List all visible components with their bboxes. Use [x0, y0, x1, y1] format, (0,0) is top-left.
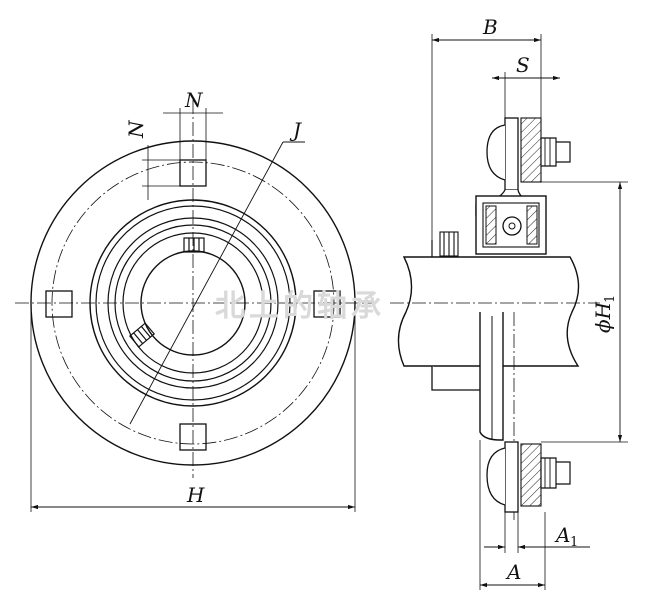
bearing-insert-inner	[482, 202, 540, 248]
flange-hatch-bottom	[520, 443, 542, 507]
bolt-hole-bottom	[179, 423, 207, 451]
bolt-hole-top	[179, 159, 207, 187]
label-a1-sub: 1	[570, 535, 578, 550]
bolt-bottom-head	[540, 457, 571, 489]
side-view	[390, 34, 628, 590]
label-a: A	[505, 560, 521, 584]
bearing-ball	[502, 216, 522, 236]
front-view	[15, 100, 372, 512]
label-j: J	[289, 118, 302, 142]
bearing-cross-section-right	[526, 205, 538, 245]
bearing-ball-center	[508, 222, 516, 230]
housing-ring-2	[95, 205, 291, 401]
shaft-collar-lower	[431, 366, 480, 391]
set-screw-bottom	[128, 322, 156, 348]
j-leader-line	[129, 141, 284, 425]
bore-circle	[140, 250, 246, 356]
bolt-hole-left	[45, 290, 73, 318]
collar-set-screw	[439, 231, 459, 257]
label-h1-sub: 1	[603, 295, 618, 303]
bolt-circle	[51, 161, 335, 445]
watermark-text: 北上的轴承	[215, 289, 385, 324]
set-screw-top	[183, 237, 205, 253]
label-a1: A	[554, 523, 570, 547]
bearing-inner-ring	[122, 232, 264, 374]
boss-top	[486, 124, 506, 181]
label-h: H	[186, 483, 205, 507]
bearing-cross-section-left	[485, 205, 497, 245]
label-h1: ϕH 1	[591, 295, 618, 333]
label-s: S	[516, 53, 530, 77]
flange-hatch-top	[520, 117, 542, 183]
label-h1-main: ϕH	[591, 301, 615, 333]
bolt-top-head	[540, 137, 571, 167]
label-n-side: N	[124, 119, 148, 139]
shaft	[397, 256, 580, 367]
bolt-hole-right	[313, 290, 341, 318]
boss-bottom	[486, 447, 506, 506]
label-n-top: N	[184, 88, 204, 112]
flange-plate-top	[504, 117, 519, 191]
housing-outer-ring	[89, 199, 297, 407]
housing-ring-3	[107, 217, 279, 389]
flange-plate-bottom	[504, 441, 519, 513]
label-b: B	[482, 15, 498, 39]
bearing-outer-ring	[114, 224, 272, 382]
